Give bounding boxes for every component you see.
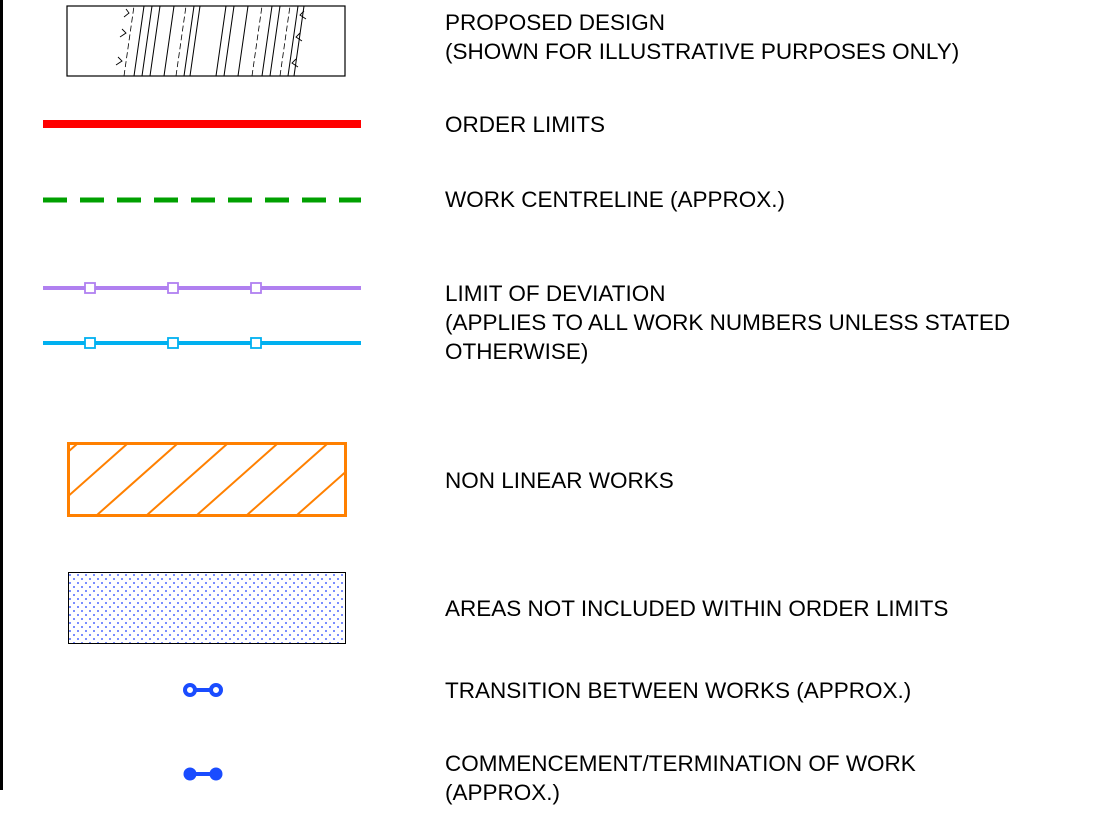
label-limit-of-deviation: LIMIT OF DEVIATION (APPLIES TO ALL WORK … xyxy=(445,281,1011,364)
page-left-border xyxy=(0,0,3,790)
non-linear-works-symbol xyxy=(67,442,347,517)
label-transition-between-works: TRANSITION BETWEEN WORKS (APPROX.) xyxy=(445,678,912,703)
label-proposed-design: PROPOSED DESIGN (SHOWN FOR ILLUSTRATIVE … xyxy=(445,10,960,64)
order-limits-symbol xyxy=(43,120,361,128)
work-centreline-symbol xyxy=(43,197,361,203)
label-non-linear-works: NON LINEAR WORKS xyxy=(445,468,674,493)
label-commencement-termination: COMMENCEMENT/TERMINATION OF WORK (APPROX… xyxy=(445,751,916,805)
transition-between-works-symbol xyxy=(183,683,223,697)
label-work-centreline: WORK CENTRELINE (APPROX.) xyxy=(445,187,786,212)
proposed-design-symbol xyxy=(66,5,346,77)
limit-of-deviation-symbol-purple xyxy=(43,282,361,294)
areas-not-included-symbol xyxy=(68,572,346,644)
label-order-limits: ORDER LIMITS xyxy=(445,112,606,137)
label-areas-not-included: AREAS NOT INCLUDED WITHIN ORDER LIMITS xyxy=(445,596,949,621)
commencement-termination-symbol xyxy=(183,767,223,781)
limit-of-deviation-symbol-cyan xyxy=(43,337,361,349)
